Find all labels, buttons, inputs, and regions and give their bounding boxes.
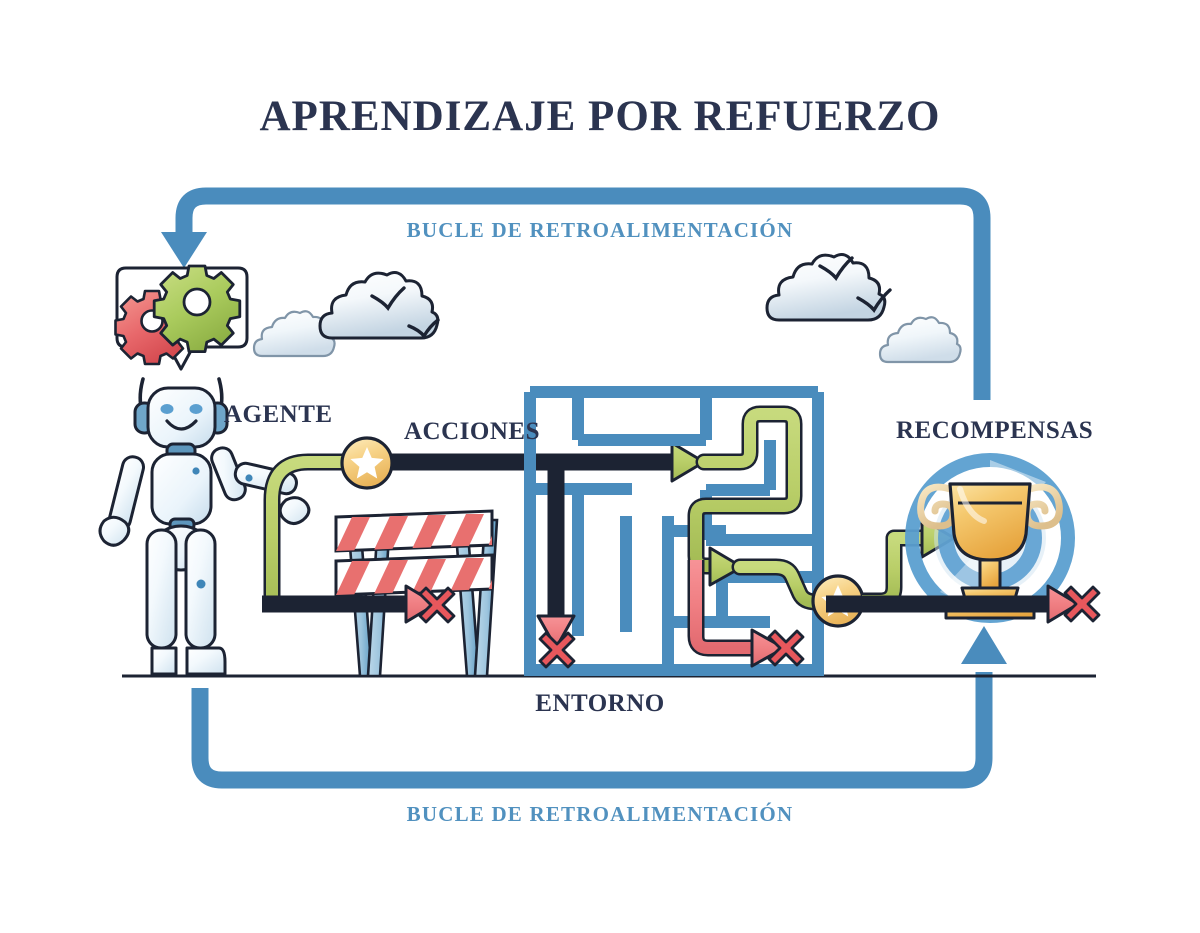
- fail-path-right: [826, 584, 1080, 624]
- maze-fail-path-left: [536, 468, 576, 650]
- environment-label: ENTORNO: [535, 690, 665, 717]
- page-title: APRENDIZAJE POR REFUERZO: [259, 93, 941, 140]
- bird-icon-right-upper: [818, 256, 854, 281]
- robot-icon: [98, 377, 311, 676]
- bird-icon-left: [370, 286, 440, 339]
- star-coin-icon-actions: [340, 436, 394, 490]
- rewards-label: RECOMPENSAS: [896, 417, 1094, 444]
- feedback-loop-arrow-icon-top: [161, 187, 991, 400]
- feedback-loop-arrow-icon-bottom: [191, 626, 1007, 789]
- cloud-icon-small-right: [878, 316, 962, 364]
- gear-icon-green: [152, 264, 242, 353]
- agent-label: AGENTE: [224, 401, 333, 428]
- maze-icon: [524, 386, 824, 676]
- action-path-success: [263, 453, 348, 612]
- feedback-loop-top-label: BUCLE DE RETROALIMENTACIÓN: [406, 218, 794, 242]
- actions-label: ACCIONES: [404, 418, 540, 445]
- cloud-icon-large-left: [318, 271, 440, 340]
- maze-path-success: [687, 405, 837, 611]
- cross-mark-icon-right: [1063, 585, 1101, 623]
- feedback-loop-bottom-label: BUCLE DE RETROALIMENTACIÓN: [406, 802, 794, 826]
- cloud-icon-small-left: [252, 310, 336, 358]
- maze-fail-path-right: [687, 560, 786, 668]
- bird-icon-right-lower: [856, 288, 892, 313]
- cloud-icon-large-right: [765, 253, 887, 322]
- cross-mark-icon-maze-left: [538, 631, 576, 669]
- cross-mark-icon-left: [418, 586, 456, 624]
- cross-mark-icon-maze-right: [767, 629, 805, 667]
